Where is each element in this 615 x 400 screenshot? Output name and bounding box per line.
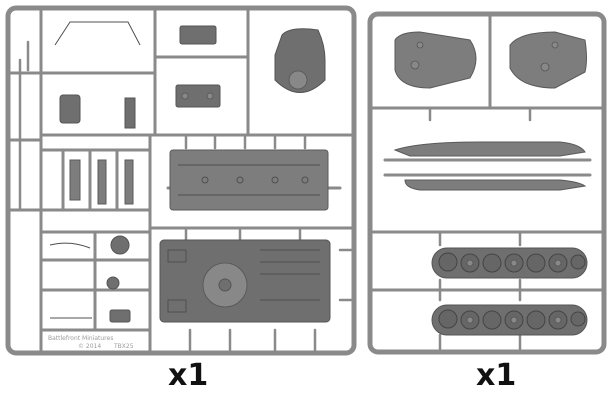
part-exhaust bbox=[124, 97, 136, 129]
part-upper-hull bbox=[169, 149, 329, 211]
sprue-brand-engraving: Battlefront Miniatures bbox=[48, 335, 113, 342]
part-cable bbox=[49, 242, 91, 249]
part-track-bottom bbox=[431, 304, 588, 336]
right-sprue-gates bbox=[428, 106, 532, 354]
right-sprue-frame bbox=[367, 11, 607, 355]
right-sprue-runners bbox=[368, 12, 606, 292]
part-turret-left bbox=[394, 31, 477, 89]
left-sprue-runners bbox=[6, 6, 356, 355]
left-sprue-gates bbox=[18, 40, 356, 355]
part-wire-handle bbox=[54, 21, 141, 46]
part-cupola bbox=[274, 28, 326, 93]
part-knob bbox=[106, 276, 120, 290]
part-track-top bbox=[431, 247, 588, 279]
sprue-code-engraving: TBX25 bbox=[113, 343, 134, 350]
part-fender-right bbox=[404, 179, 587, 191]
part-rod-2 bbox=[97, 159, 107, 205]
part-upper-hull-details bbox=[178, 164, 320, 196]
part-rod-3 bbox=[124, 159, 134, 205]
part-rod-1 bbox=[69, 159, 81, 201]
left-sprue-quantity: x1 bbox=[168, 358, 209, 393]
left-sprue-frame bbox=[5, 5, 357, 356]
part-tool-set bbox=[109, 309, 131, 323]
part-cupola-ring bbox=[288, 70, 308, 90]
right-sprue-quantity: x1 bbox=[476, 358, 517, 393]
part-turret-right bbox=[509, 31, 587, 89]
right-sprue bbox=[367, 11, 607, 355]
part-fender-left bbox=[393, 141, 586, 157]
part-hatch-small bbox=[179, 25, 217, 45]
sprue-year-engraving: © 2014 bbox=[78, 343, 101, 350]
part-rear-plate bbox=[175, 84, 221, 108]
left-sprue: Battlefront Miniatures © 2014 TBX25 bbox=[5, 5, 357, 356]
part-wheel-small bbox=[110, 235, 130, 255]
part-small-hatch bbox=[59, 94, 81, 124]
part-lower-hull-details bbox=[167, 249, 320, 313]
